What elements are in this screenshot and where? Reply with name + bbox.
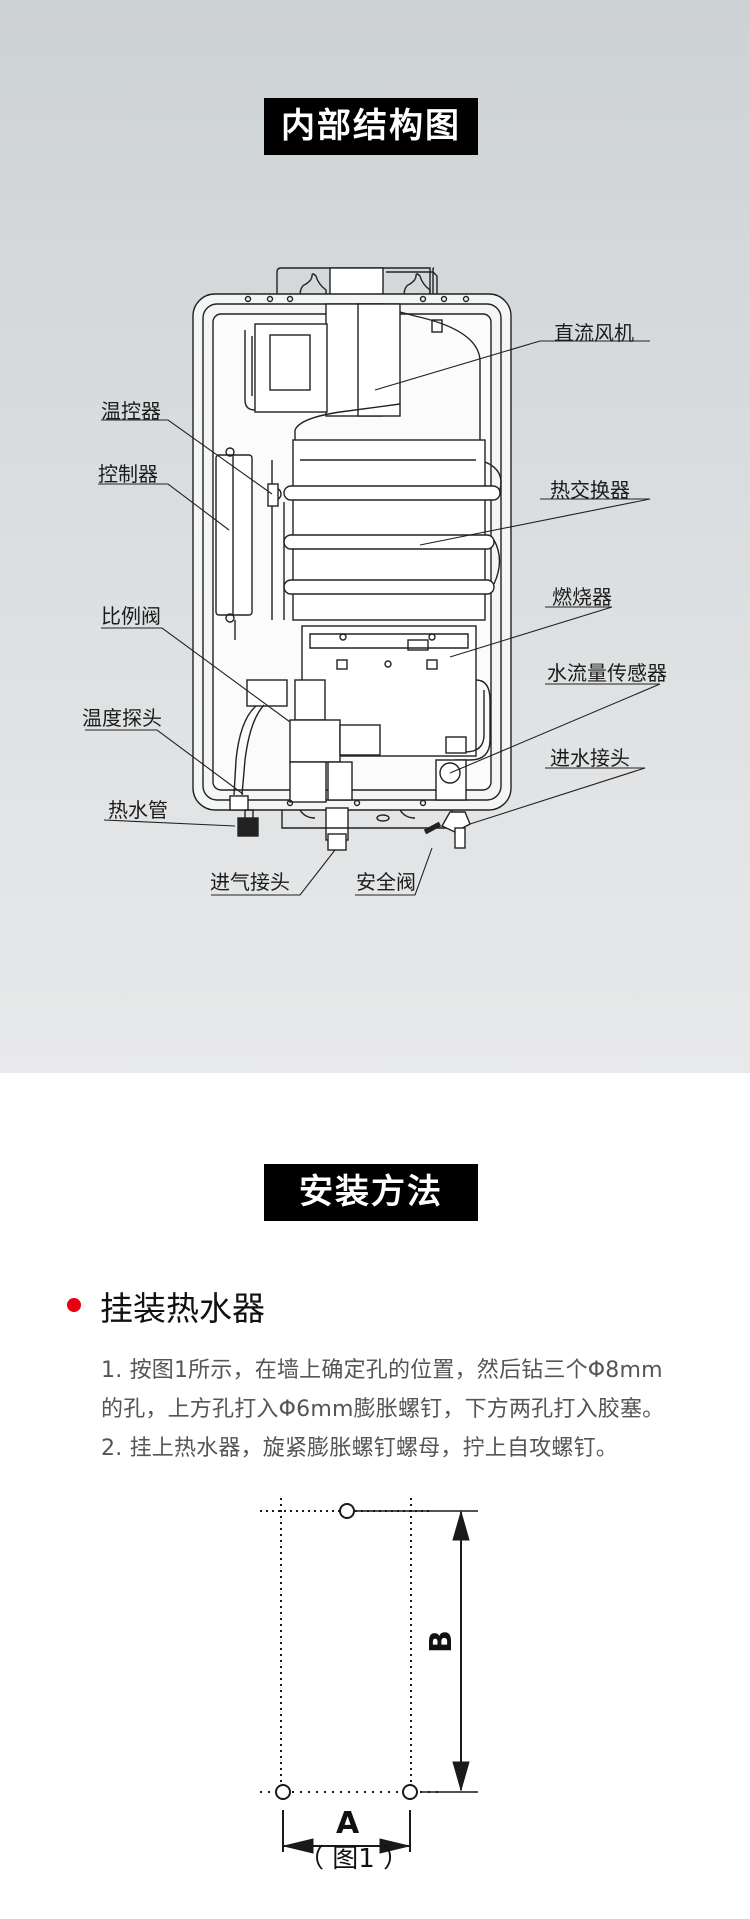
install-step-line-1: 1. 按图1所示，在墙上确定孔的位置，然后钻三个Φ8mm [101, 1358, 663, 1383]
bullet-dot-icon [67, 1298, 81, 1312]
label-burner: 燃烧器 [552, 585, 612, 609]
install-title: 安装方法 [264, 1164, 478, 1221]
install-step-line-3: 2. 挂上热水器，旋紧膨胀螺钉螺母，拧上自攻螺钉。 [101, 1436, 618, 1461]
label-fan: 直流风机 [554, 321, 634, 345]
label-controller: 控制器 [98, 462, 158, 486]
mounting-hole-diagram [260, 1498, 478, 1854]
install-step-line-2: 的孔，上方孔打入Φ6mm膨胀螺钉，下方两孔打入胶塞。 [101, 1397, 665, 1422]
label-temperature-probe: 温度探头 [82, 706, 162, 730]
label-proportional-valve: 比例阀 [101, 604, 161, 628]
label-thermostat: 温控器 [101, 399, 161, 423]
label-safety-valve: 安全阀 [356, 870, 416, 894]
label-water-flow-sensor: 水流量传感器 [547, 661, 667, 685]
heater-structure-diagram [85, 267, 661, 896]
figure-caption: （ 图1 ） [298, 1844, 410, 1874]
label-water-inlet: 进水接头 [550, 746, 630, 770]
label-hot-water-pipe: 热水管 [108, 798, 168, 822]
label-heat-exchanger: 热交换器 [550, 478, 630, 502]
dimension-b-label: B [423, 1630, 459, 1653]
structure-title: 内部结构图 [264, 98, 478, 155]
install-subheading: 挂装热水器 [100, 1289, 265, 1328]
dimension-a-label: A [336, 1806, 360, 1841]
label-gas-inlet: 进气接头 [210, 870, 290, 894]
